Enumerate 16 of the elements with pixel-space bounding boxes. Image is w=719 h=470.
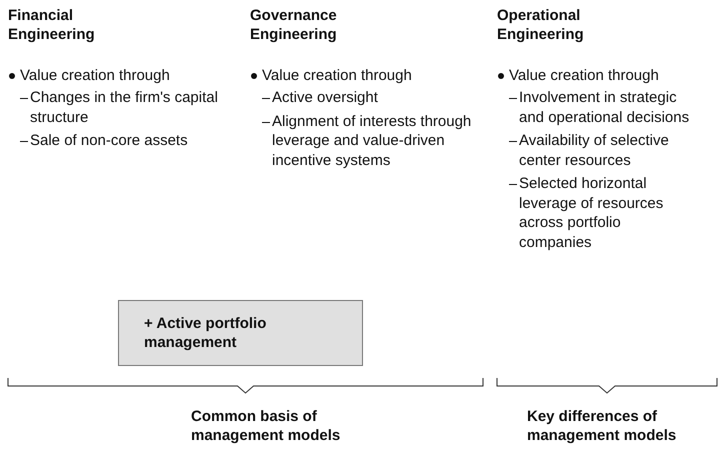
list-item: Selected horizontal leverage of resources across portfolio companies <box>497 174 694 252</box>
column-heading: Operational Engineering <box>497 6 585 44</box>
list-item: Changes in the firm's capital structure <box>8 88 230 127</box>
list-item: Availability of selective center resources <box>497 131 694 170</box>
highlight-box: + Active portfolio management <box>118 300 363 366</box>
bullet-point: Value creation through <box>8 66 238 86</box>
column-heading: Governance Engineering <box>250 6 338 44</box>
bullet-point: Value creation through <box>250 66 490 86</box>
summary-label: Common basis of management models <box>191 407 341 445</box>
list-item: Sale of non-core assets <box>8 131 230 150</box>
list-item: Active oversight <box>250 88 497 108</box>
column-heading: Financial Engineering <box>8 6 96 44</box>
bullet-point: Value creation through <box>497 66 717 86</box>
list-item: Alignment of interests through leverage and value-driven incentive systems <box>250 112 497 170</box>
list-item: Involvement in strategic and operational decisions <box>497 88 694 127</box>
summary-label: Key differences of management models <box>527 407 677 445</box>
